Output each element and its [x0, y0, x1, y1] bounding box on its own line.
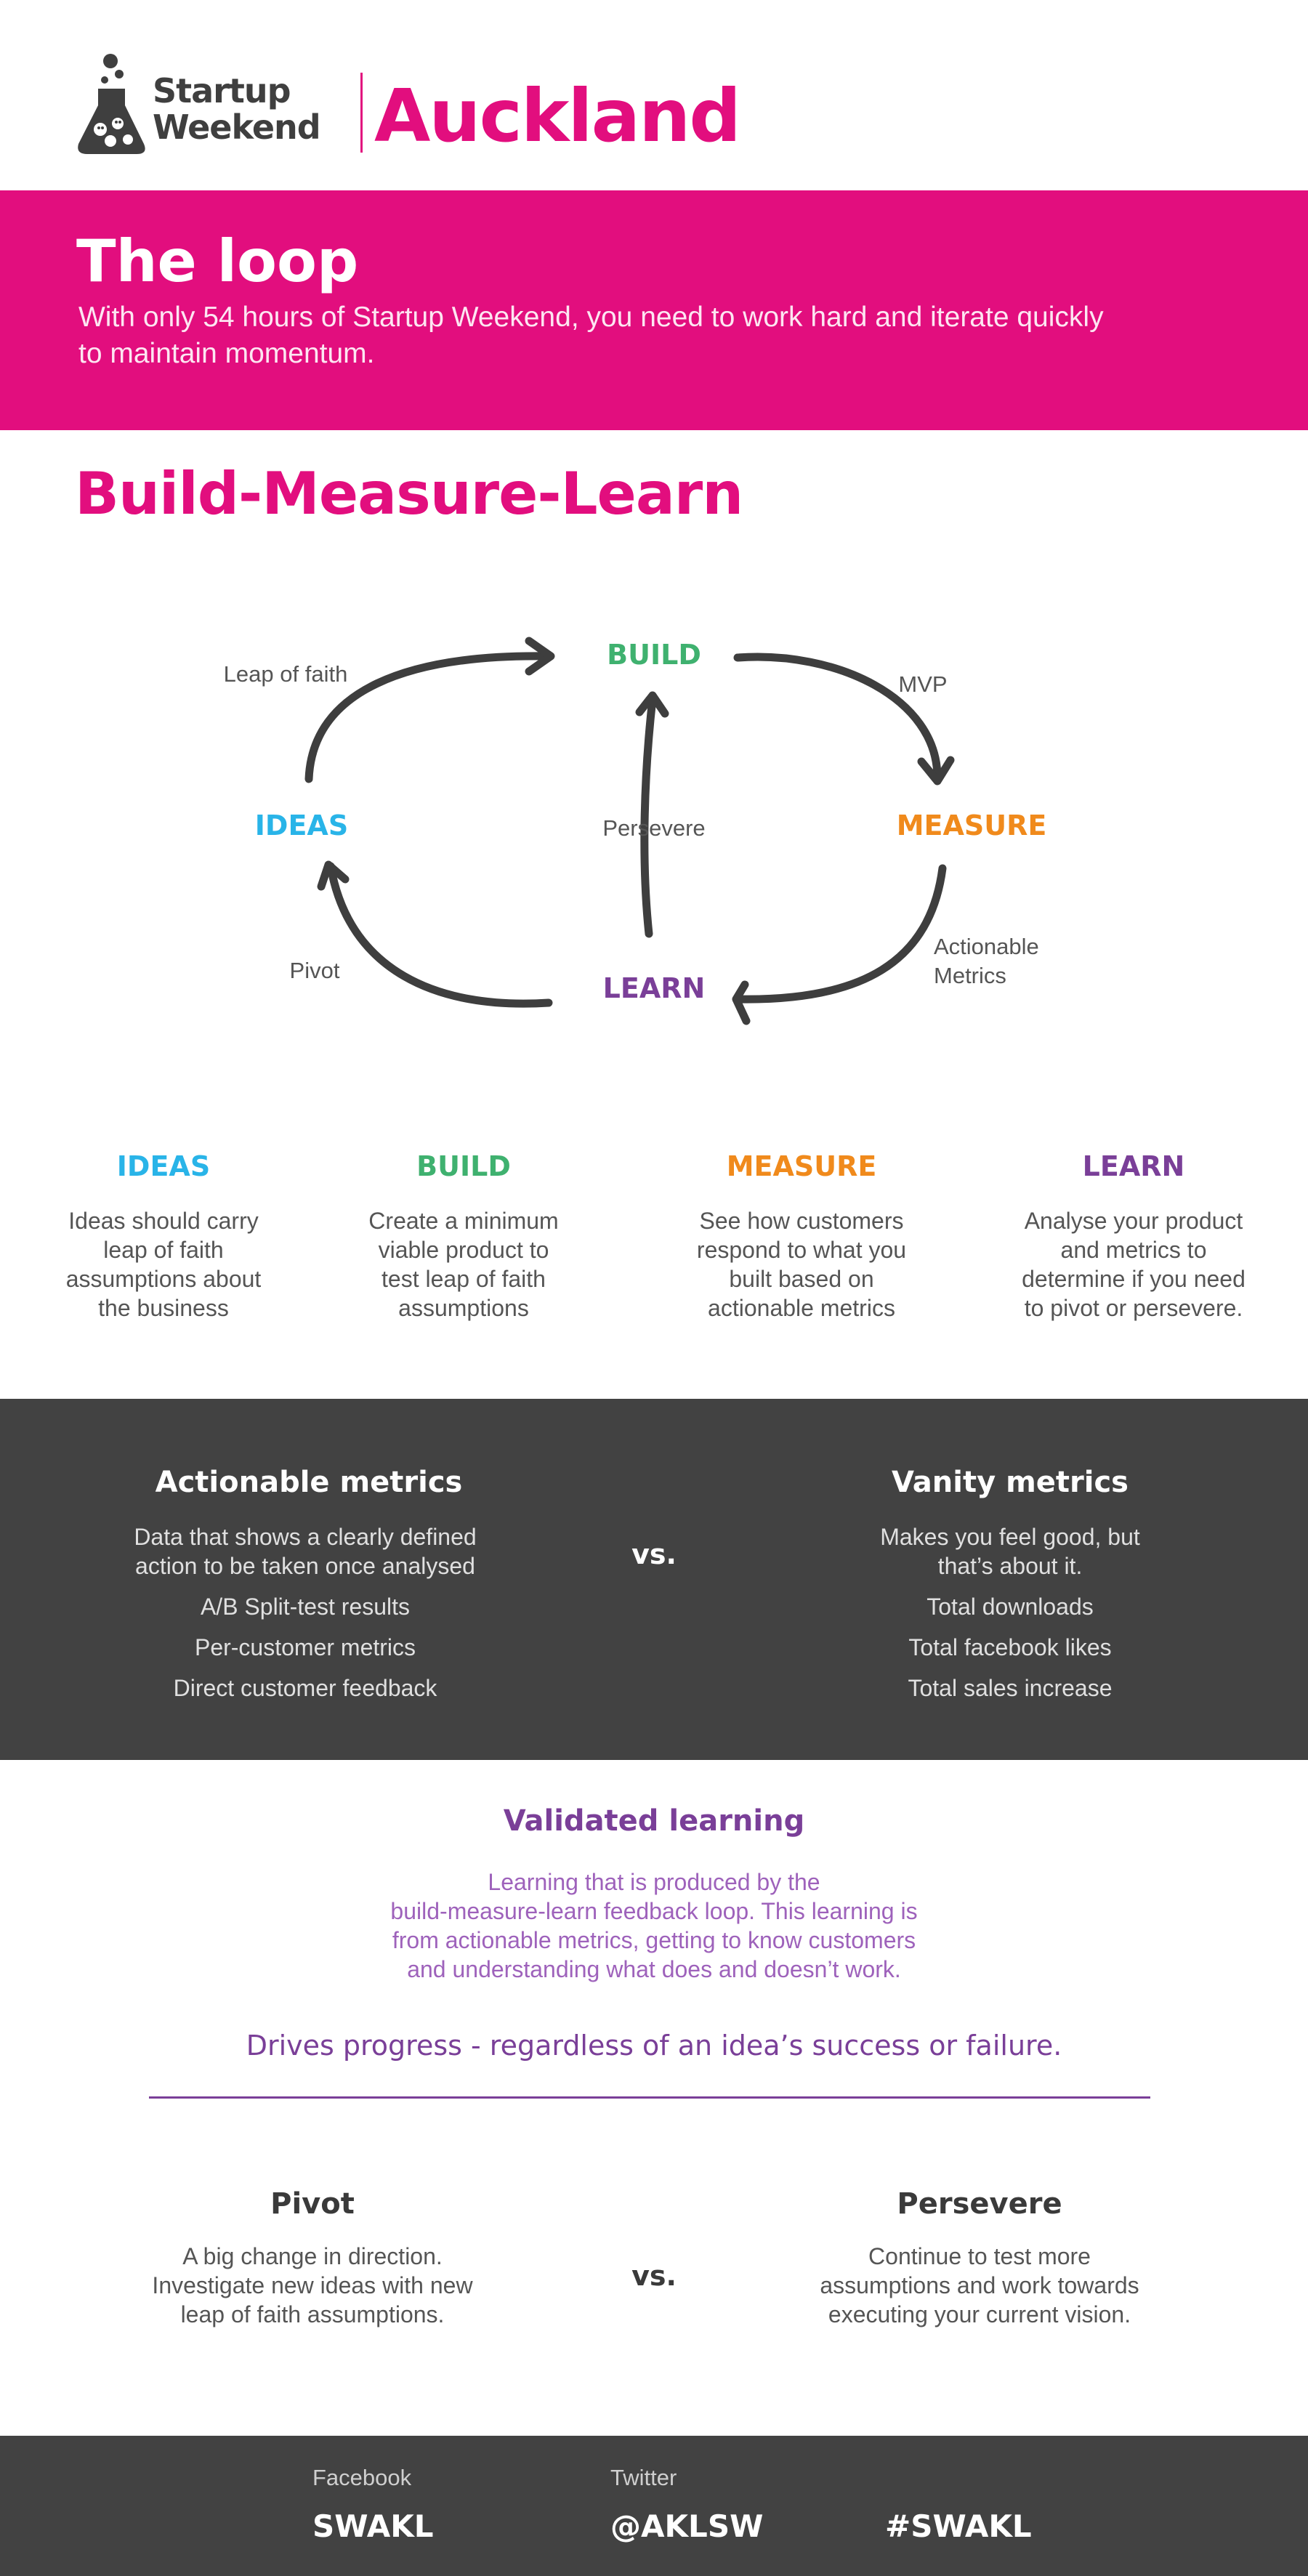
column-build-line: assumptions — [398, 1295, 529, 1321]
brand-wordmark: Startup Weekend — [153, 71, 321, 147]
column-learn-line: determine if you need — [1022, 1266, 1246, 1292]
column-learn-line: and metrics to — [1060, 1237, 1207, 1263]
label-persevere: Persevere — [602, 815, 705, 841]
validated-learning-title: Validated learning — [503, 1804, 805, 1838]
column-ideas-line: assumptions about — [65, 1266, 262, 1292]
arrowhead-build-left — [525, 637, 555, 676]
stage-learn: LEARN — [603, 972, 706, 1004]
startup-weekend-logo-icon — [78, 54, 145, 154]
persevere-line: executing your current vision. — [828, 2301, 1131, 2327]
arrowhead-build-up — [635, 691, 669, 718]
label-mvp: MVP — [898, 671, 947, 697]
pivot-line: leap of faith assumptions. — [180, 2301, 445, 2327]
twitter-label: Twitter — [610, 2465, 677, 2490]
vanity-metrics-item: Total facebook likes — [908, 1634, 1112, 1660]
footer: Facebook SWAKL Twitter @AKLSW #SWAKL — [0, 2436, 1308, 2576]
vanity-metrics-item: Makes you feel good, but — [880, 1524, 1140, 1550]
column-build-line: test leap of faith — [382, 1266, 546, 1292]
column-ideas-desc: Ideas should carry leap of faith assumpt… — [25, 1206, 302, 1323]
metrics-vs: vs. — [631, 1538, 677, 1570]
column-measure-line: actionable metrics — [708, 1295, 895, 1321]
brand-line-1: Startup — [153, 71, 291, 110]
column-learn-desc: Analyse your product and metrics to dete… — [996, 1206, 1272, 1323]
actionable-metrics-item: Direct customer feedback — [173, 1675, 437, 1701]
loop-description: With only 54 hours of Startup Weekend, y… — [78, 302, 1104, 369]
pivot-line: Investigate new ideas with new — [152, 2272, 473, 2298]
label-actionable-metrics-2: Metrics — [934, 963, 1006, 988]
vanity-metrics-title: Vanity metrics — [892, 1466, 1129, 1499]
bml-loop-diagram: BUILD IDEAS MEASURE LEARN Leap of faith … — [224, 637, 1047, 1025]
persevere-line: Continue to test more — [868, 2243, 1091, 2269]
vanity-metrics-item: that’s about it. — [937, 1553, 1083, 1579]
label-actionable-metrics-1: Actionable — [934, 934, 1039, 959]
validated-learning-line: Learning that is produced by the — [488, 1869, 820, 1895]
brand-line-2: Weekend — [153, 108, 321, 147]
stage-measure: MEASURE — [897, 809, 1047, 841]
actionable-metrics-title: Actionable metrics — [155, 1466, 463, 1499]
pivot-line: A big change in direction. — [182, 2243, 443, 2269]
actionable-metrics-item: A/B Split-test results — [200, 1594, 411, 1620]
section-divider — [149, 2096, 1150, 2099]
header: Startup Weekend Auckland — [0, 0, 1308, 190]
label-pivot: Pivot — [290, 958, 340, 983]
column-measure-line: built based on — [729, 1266, 874, 1292]
actionable-metrics-item: action to be taken once analysed — [135, 1553, 475, 1579]
column-learn-line: Analyse your product — [1024, 1208, 1243, 1234]
actionable-metrics-item: Per-customer metrics — [194, 1634, 416, 1660]
twitter-handle-link[interactable]: @AKLSW — [610, 2508, 764, 2544]
column-measure-desc: See how customers respond to what you bu… — [663, 1206, 940, 1323]
arrow-learn-to-build — [640, 695, 657, 938]
loop-title: The loop — [76, 227, 359, 295]
arrowhead-measure — [917, 756, 955, 786]
actionable-metrics-item: Data that shows a clearly defined — [134, 1524, 477, 1550]
arrow-build-to-measure — [733, 653, 942, 782]
arrowhead-ideas — [317, 860, 350, 891]
column-measure-line: respond to what you — [696, 1237, 907, 1263]
metrics-section: Actionable metrics Data that shows a cle… — [0, 1399, 1308, 1760]
stage-ideas: IDEAS — [255, 809, 348, 841]
decision-vs: vs. — [631, 2260, 677, 2292]
facebook-handle-link[interactable]: SWAKL — [312, 2508, 434, 2544]
arrow-measure-to-learn — [733, 864, 947, 1004]
facebook-label: Facebook — [312, 2465, 412, 2490]
pivot-title: Pivot — [270, 2187, 355, 2221]
persevere-line: assumptions and work towards — [820, 2272, 1139, 2298]
brand-divider — [360, 73, 363, 153]
arrow-ideas-to-build — [304, 652, 553, 783]
column-measure-line: See how customers — [699, 1208, 904, 1234]
column-build-line: viable product to — [378, 1237, 549, 1263]
column-ideas-line: the business — [98, 1295, 229, 1321]
column-build-line: Create a minimum — [368, 1208, 559, 1234]
validated-learning-line: and understanding what does and doesn’t … — [407, 1956, 901, 1982]
column-build-desc: Create a minimum viable product to test … — [326, 1206, 602, 1323]
hashtag-link[interactable]: #SWAKL — [885, 2508, 1032, 2544]
arrow-learn-to-ideas — [326, 862, 553, 1008]
validated-learning-line: from actionable metrics, getting to know… — [392, 1927, 916, 1953]
vanity-metrics-item: Total sales increase — [908, 1675, 1113, 1701]
column-ideas-line: leap of faith — [103, 1237, 224, 1263]
validated-learning-desc: Learning that is produced by the build-m… — [291, 1868, 1017, 1984]
column-measure-title: MEASURE — [726, 1150, 877, 1182]
persevere-title: Persevere — [897, 2187, 1062, 2221]
stage-build: BUILD — [607, 639, 701, 671]
loop-banner: The loop With only 54 hours of Startup W… — [0, 190, 1308, 430]
label-leap-of-faith: Leap of faith — [224, 661, 348, 687]
column-build-title: BUILD — [416, 1150, 511, 1182]
vanity-metrics-item: Total downloads — [926, 1594, 1094, 1620]
drives-progress-statement: Drives progress - regardless of an idea’… — [246, 2030, 1062, 2062]
bml-title: Build-Measure-Learn — [75, 460, 743, 528]
validated-learning-line: build-measure-learn feedback loop. This … — [390, 1898, 918, 1924]
column-learn-title: LEARN — [1082, 1150, 1185, 1182]
arrowhead-learn — [732, 980, 751, 1025]
column-ideas-line: Ideas should carry — [68, 1208, 259, 1234]
pivot-desc: A big change in direction. Investigate n… — [58, 2242, 567, 2329]
column-ideas-title: IDEAS — [116, 1150, 211, 1182]
city-title: Auckland — [374, 73, 741, 158]
persevere-desc: Continue to test more assumptions and wo… — [725, 2242, 1234, 2329]
column-learn-line: to pivot or persevere. — [1024, 1295, 1243, 1321]
